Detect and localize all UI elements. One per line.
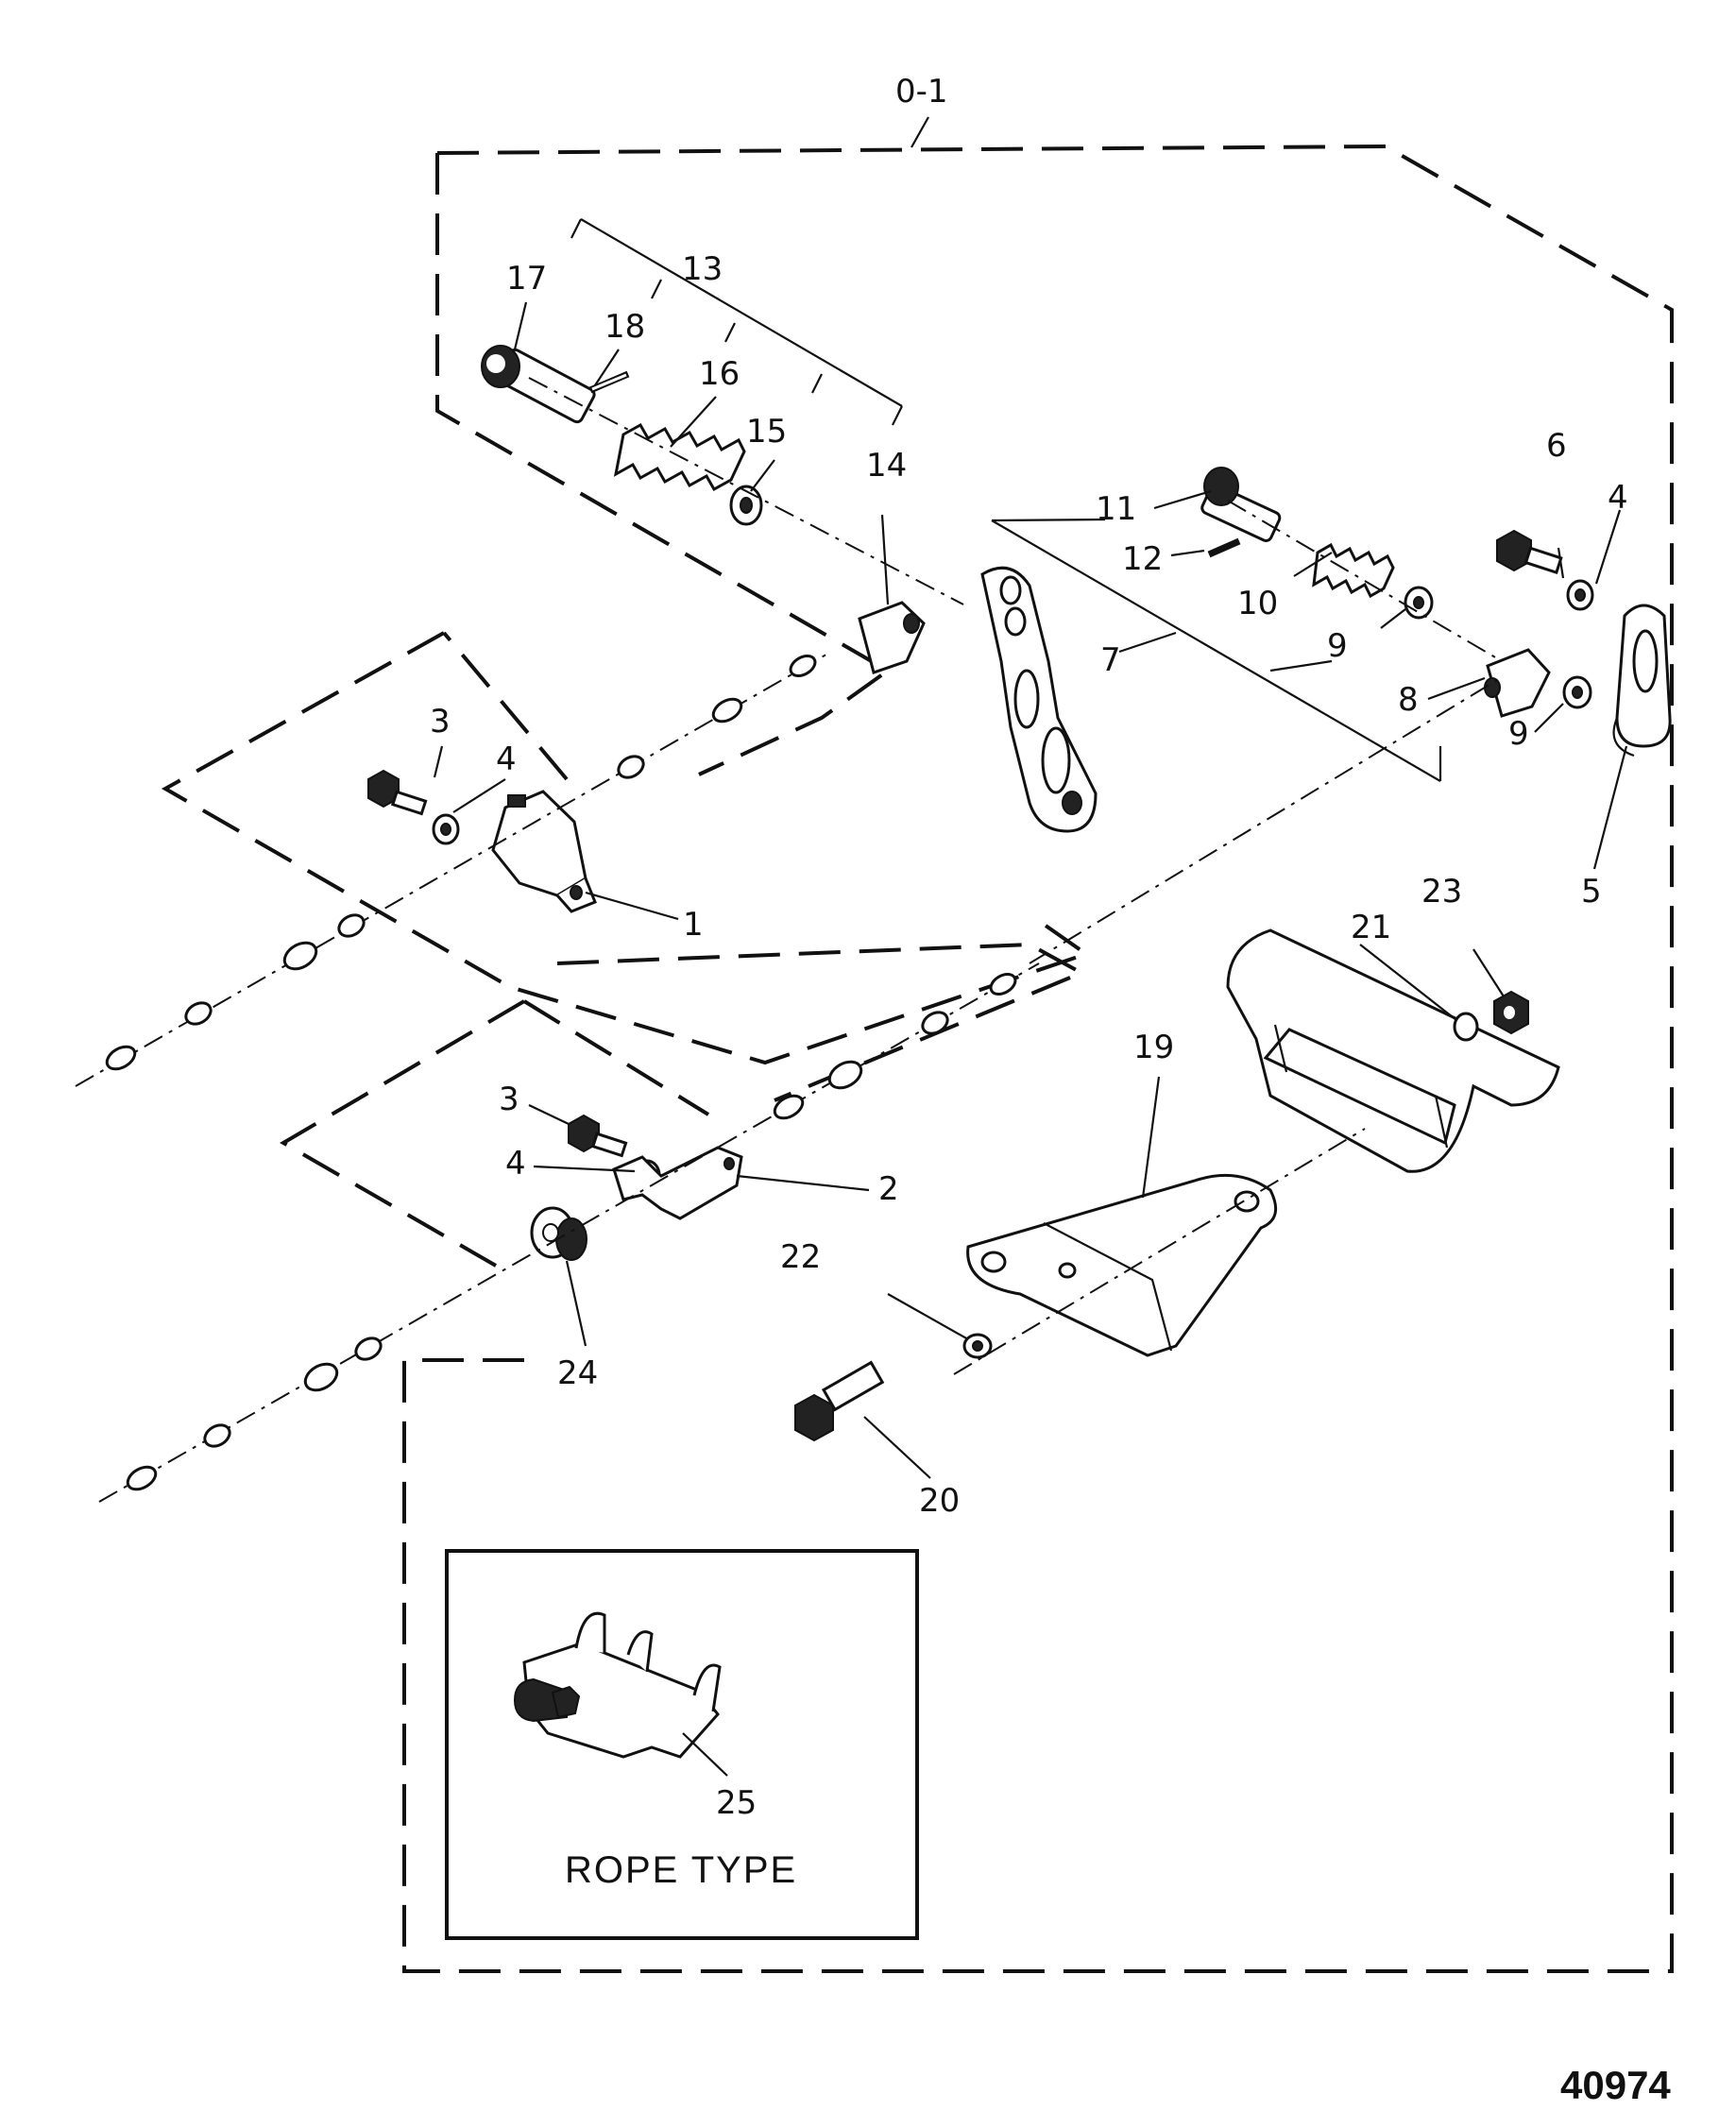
callout-14: 14 [866, 447, 907, 485]
part-3-bolt-lower [568, 1114, 628, 1158]
part-21-lock-washer [1453, 1012, 1479, 1042]
rope-type-inset: 25 ROPE TYPE [445, 1549, 919, 1940]
callout-4-upper: 4 [496, 741, 517, 778]
part-19-mount-bracket [966, 1173, 1278, 1357]
callout-15: 15 [746, 413, 787, 451]
assembly-label: 0-1 [895, 73, 948, 111]
part-4-washer-right [1566, 579, 1594, 611]
part-18-cotter-pin [588, 370, 630, 394]
callout-10: 10 [1237, 585, 1278, 622]
part-20-bolt [794, 1360, 885, 1442]
part-3-bolt-upper [367, 769, 428, 816]
part-9-washer-upper [1404, 586, 1434, 620]
part-11-pin [1200, 467, 1282, 542]
callout-23: 23 [1421, 873, 1462, 911]
callout-6: 6 [1546, 427, 1567, 465]
part-4-washer-upper [432, 813, 460, 845]
callout-9-upper: 9 [1327, 627, 1348, 665]
callout-16: 16 [699, 355, 740, 393]
callout-3-upper: 3 [430, 703, 451, 741]
inset-caption: ROPE TYPE [565, 1849, 797, 1891]
figure-number: 40974 [1560, 2063, 1671, 2107]
pivot-pin-group [481, 218, 964, 605]
callout-25: 25 [716, 1784, 757, 1822]
throttle-cable-lower [98, 962, 1040, 1503]
part-17-pin [481, 345, 596, 424]
linkage-group [991, 467, 1592, 782]
callout-4-right: 4 [1608, 479, 1628, 517]
part-2-bracket [612, 1146, 743, 1220]
part-9-washer-lower [1562, 675, 1592, 709]
callout-7: 7 [1100, 641, 1121, 679]
callout-5: 5 [1581, 873, 1602, 911]
callout-13: 13 [682, 250, 723, 288]
part-23-nut [1493, 990, 1529, 1035]
callout-labels: 13 17 18 16 15 14 11 12 10 7 9 8 9 6 4 5… [430, 250, 1628, 1520]
callout-4-lower: 4 [505, 1145, 526, 1183]
part-2-bracket-group [98, 679, 1498, 1503]
callout-19: 19 [1133, 1029, 1174, 1066]
callout-17: 17 [506, 260, 547, 298]
callout-8: 8 [1398, 681, 1419, 719]
part-14-cable-end [858, 601, 926, 674]
part-24-grommet [530, 1206, 587, 1261]
callout-1: 1 [683, 906, 704, 944]
throttle-cable-upper [75, 651, 832, 1087]
part-6-bolt [1496, 529, 1563, 575]
callout-22: 22 [780, 1238, 821, 1276]
callout-21: 21 [1351, 909, 1391, 946]
assembly-outline: 0-1 [402, 73, 1674, 1973]
part-1-bracket [491, 790, 597, 913]
callout-12: 12 [1122, 540, 1163, 578]
engine-frame [1226, 928, 1560, 1173]
part-5-link [1612, 604, 1672, 758]
callout-18: 18 [604, 308, 645, 346]
leader-lines [433, 301, 1628, 1479]
callout-11: 11 [1096, 490, 1136, 528]
part-1-bracket-group [75, 631, 1091, 1087]
callout-24: 24 [557, 1354, 598, 1392]
part-22-washer [962, 1333, 993, 1359]
part-10-spring [1312, 542, 1395, 599]
callout-9-lower: 9 [1508, 715, 1529, 753]
callout-3-lower: 3 [499, 1081, 519, 1118]
part-7-lever [980, 566, 1098, 833]
part-8-swivel [1484, 648, 1551, 718]
callout-20: 20 [919, 1482, 960, 1520]
callout-2: 2 [878, 1170, 899, 1208]
part-25-rope-bracket [513, 1611, 722, 1759]
part-12-cotter-pin [1207, 537, 1241, 558]
